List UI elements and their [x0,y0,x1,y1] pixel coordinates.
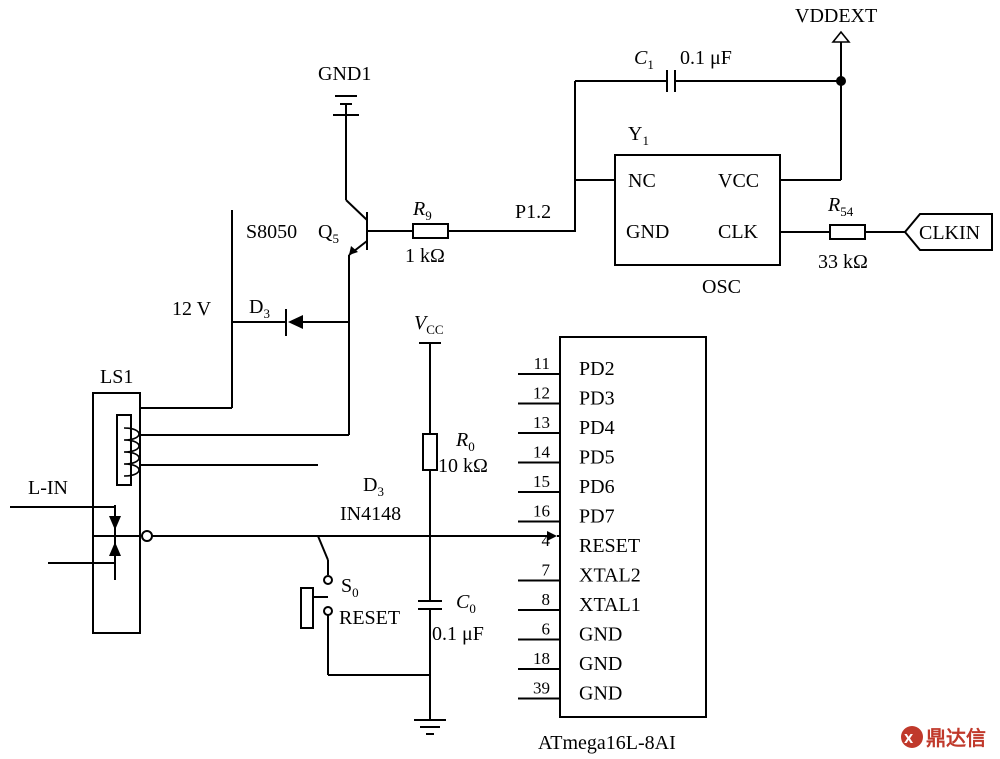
lin-label: L-IN [28,477,68,499]
transistor-q5 [345,115,413,435]
mcu-pin-name: PD3 [579,388,615,410]
gnd1-label: GND1 [318,63,371,85]
vddext-label: VDDEXT [795,5,877,27]
relay-ls1 [92,392,349,634]
r9-label: R9 [412,198,432,223]
osc-pin-vcc: VCC [718,170,759,192]
c1-label: C1 [634,47,654,72]
capacitor-c0 [418,600,442,720]
clkin-label: CLKIN [919,222,980,244]
y1-label: Y1 [628,123,649,148]
mcu-pin-name: GND [579,683,622,705]
q5-label: Q5 [318,221,339,246]
oscillator-y1 [575,154,830,266]
mcu-pin-number: 8 [542,590,551,609]
p12-label: P1.2 [515,201,551,223]
mcu-pin-number: 18 [533,649,550,668]
mcu-pin-name: GND [579,624,622,646]
mcu-pin-number: 39 [533,679,550,698]
mcu-part-label: ATmega16L-8AI [538,732,676,754]
resistor-r54 [829,224,905,240]
osc-pin-nc: NC [628,170,656,192]
s0-reset-label: RESET [339,607,400,629]
osc-pin-gnd: GND [626,221,669,243]
c1-value: 0.1 μF [680,47,732,69]
reset-net [141,530,560,542]
mcu-pin-name: PD2 [579,358,615,380]
clkin-connector [903,213,993,251]
d3b-part: IN4148 [340,503,401,525]
mcu-pin-name: PD4 [579,417,615,439]
mcu-pin-number: 7 [542,561,551,580]
osc-caption: OSC [702,276,741,298]
mcu-pin-name: XTAL1 [579,594,641,616]
vcc-symbol [419,342,441,434]
mcu-pin-name: PD6 [579,476,615,498]
r0-label: R0 [455,429,475,454]
d3b-label: D3 [363,474,384,499]
switch-s0 [300,535,430,676]
mcu-pin-name: PD5 [579,447,615,469]
mcu-pin-number: 12 [533,384,550,403]
watermark-text: 鼎达信 [926,726,986,750]
q5-part: S8050 [246,221,297,243]
gnd1-symbol [333,95,359,116]
mcu-pin-number: 15 [533,472,550,491]
mcu-pin-name: PD7 [579,506,615,528]
mcu-body [559,336,707,718]
r54-value: 33 kΩ [818,251,868,273]
s0-label: S0 [341,575,359,600]
diode-d3 [232,309,349,336]
vcc-label: VCC [414,312,444,337]
v12-label: 12 V [172,298,212,320]
mcu-pin-number: 4 [542,531,551,550]
r9-value: 1 kΩ [405,245,445,267]
mcu-pin-number: 14 [533,443,551,462]
mcu-pin-name: XTAL2 [579,565,641,587]
mcu-pin-number: 11 [534,354,550,373]
resistor-r9 [412,223,575,239]
resistor-r0 [422,433,438,601]
mcu-pin-number: 16 [533,502,550,521]
watermark-logo: X [901,726,923,748]
c0-label: C0 [456,591,476,616]
vddext-rail [780,30,851,181]
mcu-pin-name: RESET [579,535,640,557]
mcu-pin-number: 6 [542,620,551,639]
mcu-pin-name: GND [579,653,622,675]
svg-text:X: X [904,732,914,746]
osc-pin-clk: CLK [718,221,759,243]
ls1-label: LS1 [100,366,133,388]
r0-value: 10 kΩ [438,455,488,477]
r54-label: R54 [827,194,854,219]
supply-12v-wire [140,210,233,409]
ground-symbol [414,719,446,735]
capacitor-c1 [574,70,841,232]
c0-value: 0.1 μF [432,623,484,645]
d3-label: D3 [249,296,270,321]
lin-input-wires [10,506,115,564]
mcu-pin-number: 13 [533,413,550,432]
